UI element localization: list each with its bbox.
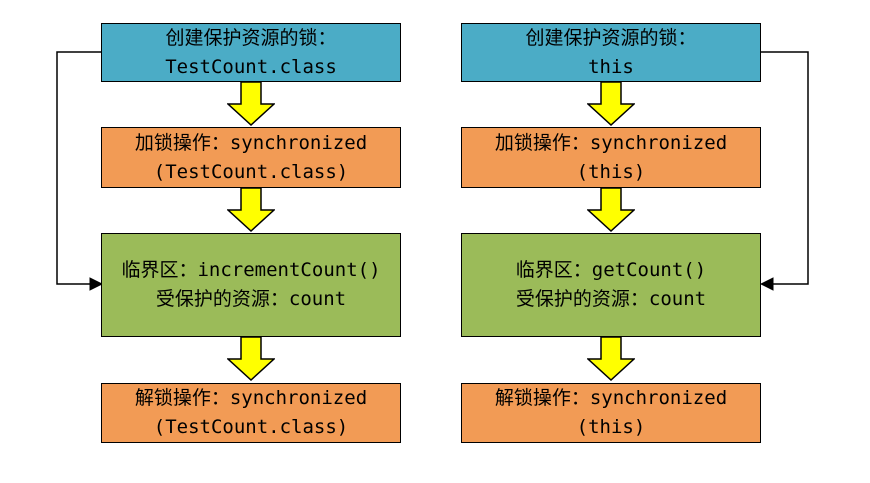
box-text-line: (this) [576,416,646,438]
box-text-line: (this) [576,160,646,183]
box-critical-section-class: 临界区：incrementCount() 受保护的资源：count [101,233,401,337]
box-create-lock-this: 创建保护资源的锁： this [461,23,761,82]
box-text-line: 受保护的资源：count [515,288,707,310]
box-text-line: 解锁操作：synchronized [134,387,368,409]
down-arrow-icon [227,81,275,127]
down-arrow-icon [227,336,275,382]
down-arrow-icon [587,187,635,233]
box-text-line: 临界区：incrementCount() [121,259,381,281]
box-critical-section-this: 临界区：getCount() 受保护的资源：count [461,233,761,337]
box-text-line: 创建保护资源的锁： [525,26,697,49]
box-text-line: (TestCount.class) [153,160,349,183]
box-text-line: 受保护的资源：count [155,288,347,310]
down-arrow-icon [227,187,275,233]
loop-connector-left [56,51,104,291]
box-lock-this: 加锁操作：synchronized (this) [461,127,761,188]
box-text-line: 创建保护资源的锁： [165,26,337,49]
box-text-line: this [588,55,634,78]
box-text-line: TestCount.class [165,55,337,78]
box-unlock-class: 解锁操作：synchronized (TestCount.class) [101,383,401,443]
arrowhead-left-icon [759,277,774,291]
box-text-line: 加锁操作：synchronized [134,131,368,154]
loop-connector-right [759,51,809,291]
box-text-line: 加锁操作：synchronized [494,131,728,154]
box-unlock-this: 解锁操作：synchronized (this) [461,383,761,443]
box-text-line: 解锁操作：synchronized [494,387,728,409]
box-create-lock-class: 创建保护资源的锁： TestCount.class [101,23,401,82]
box-text-line: 临界区：getCount() [515,259,707,281]
box-lock-class: 加锁操作：synchronized (TestCount.class) [101,127,401,188]
box-text-line: (TestCount.class) [153,416,349,438]
down-arrow-icon [587,336,635,382]
down-arrow-icon [587,81,635,127]
